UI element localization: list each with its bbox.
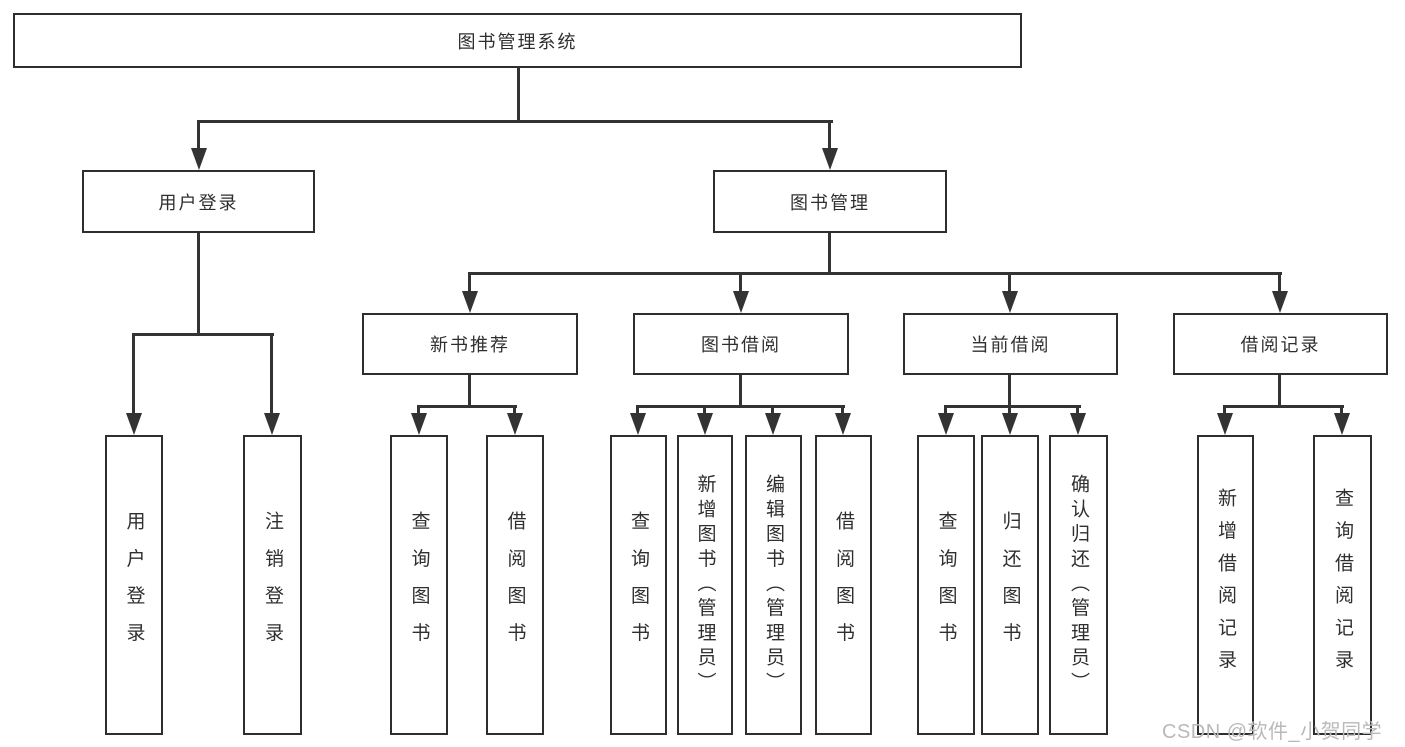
connector <box>417 405 517 408</box>
node-library-system: 图书管理系统 <box>13 13 1022 68</box>
connector <box>197 232 200 336</box>
node-query-books-recommend: 查询图书 <box>390 435 448 735</box>
arrowhead-down-icon <box>733 291 749 313</box>
node-add-books-admin: 新增图书（管理员） <box>677 435 733 735</box>
node-label: 确认归还（管理员） <box>1068 473 1089 697</box>
node-label: 查询图书 <box>935 510 957 660</box>
node-label: 借阅记录 <box>1240 335 1321 355</box>
node-label: 图书管理系统 <box>457 31 578 52</box>
node-label: 查询借阅记录 <box>1332 488 1353 682</box>
arrowhead-down-icon <box>507 413 523 435</box>
arrowhead-down-icon <box>191 148 207 170</box>
arrowhead-down-icon <box>1334 413 1350 435</box>
connector <box>1008 374 1011 408</box>
connector <box>417 405 420 417</box>
connector <box>1278 272 1281 294</box>
connector <box>468 272 1282 275</box>
connector <box>132 333 274 336</box>
node-label: 借阅图书 <box>504 510 526 660</box>
node-label: 编辑图书（管理员） <box>763 473 784 697</box>
arrowhead-down-icon <box>697 413 713 435</box>
connector <box>513 405 516 417</box>
connector <box>517 67 520 123</box>
arrowhead-down-icon <box>1002 413 1018 435</box>
node-label: 用户登录 <box>158 192 239 213</box>
node-label: 借阅图书 <box>833 510 854 660</box>
node-return-books: 归还图书 <box>981 435 1039 735</box>
connector <box>468 374 471 408</box>
connector <box>132 333 135 415</box>
arrowhead-down-icon <box>264 413 280 435</box>
arrowhead-down-icon <box>630 413 646 435</box>
node-book-management: 图书管理 <box>713 170 947 233</box>
connector <box>468 272 471 294</box>
node-label: 图书管理 <box>790 192 870 213</box>
connector <box>771 405 774 417</box>
connector <box>1340 405 1343 417</box>
node-label: 新增图书（管理员） <box>694 473 716 697</box>
node-label: 图书借阅 <box>701 335 781 355</box>
connector <box>636 405 639 417</box>
connector <box>944 405 1081 408</box>
node-query-books-borrowing: 查询图书 <box>610 435 667 735</box>
connector <box>270 333 273 415</box>
node-add-borrow-record: 新增借阅记录 <box>1197 435 1254 735</box>
node-label: 注销登录 <box>262 510 283 660</box>
connector <box>944 405 947 417</box>
csdn-watermark: CSDN @软件_小贺同学 <box>1162 721 1383 743</box>
node-label: 归还图书 <box>999 510 1021 660</box>
connector <box>739 374 742 408</box>
node-borrow-books-recommend: 借阅图书 <box>486 435 544 735</box>
connector <box>841 405 844 417</box>
node-label: 用户登录 <box>123 510 145 660</box>
node-query-books-current: 查询图书 <box>917 435 975 735</box>
node-user-login: 用户登录 <box>82 170 315 233</box>
arrowhead-down-icon <box>411 413 427 435</box>
arrowhead-down-icon <box>822 148 838 170</box>
connector <box>1223 405 1226 417</box>
arrowhead-down-icon <box>126 413 142 435</box>
node-label: 新书推荐 <box>430 335 510 355</box>
node-borrowing-records: 借阅记录 <box>1173 313 1388 375</box>
arrowhead-down-icon <box>835 413 851 435</box>
connector <box>197 120 200 152</box>
connector <box>1223 405 1344 408</box>
node-confirm-return-admin: 确认归还（管理员） <box>1049 435 1108 735</box>
arrowhead-down-icon <box>1070 413 1086 435</box>
node-label: 新增借阅记录 <box>1215 488 1236 682</box>
node-label: 当前借阅 <box>970 335 1051 355</box>
connector <box>1008 405 1011 417</box>
node-query-borrow-record: 查询借阅记录 <box>1313 435 1372 735</box>
connector <box>1278 374 1281 408</box>
node-current-borrowing: 当前借阅 <box>903 313 1118 375</box>
node-label: 查询图书 <box>408 510 430 660</box>
node-label: 查询图书 <box>628 510 649 660</box>
arrowhead-down-icon <box>1272 291 1288 313</box>
arrowhead-down-icon <box>1217 413 1233 435</box>
node-borrow-books-action: 借阅图书 <box>815 435 872 735</box>
node-edit-books-admin: 编辑图书（管理员） <box>745 435 802 735</box>
node-new-book-recommendation: 新书推荐 <box>362 313 578 375</box>
arrowhead-down-icon <box>1002 291 1018 313</box>
connector <box>703 405 706 417</box>
arrowhead-down-icon <box>765 413 781 435</box>
connector <box>828 120 831 152</box>
node-user-login-action: 用户登录 <box>105 435 163 735</box>
connector <box>197 120 833 123</box>
node-book-borrowing: 图书借阅 <box>633 313 849 375</box>
connector <box>1008 272 1011 294</box>
connector <box>739 272 742 294</box>
connector <box>828 233 831 275</box>
arrowhead-down-icon <box>938 413 954 435</box>
connector <box>1076 405 1079 417</box>
node-logout-action: 注销登录 <box>243 435 302 735</box>
arrowhead-down-icon <box>462 291 478 313</box>
connector <box>636 405 845 408</box>
